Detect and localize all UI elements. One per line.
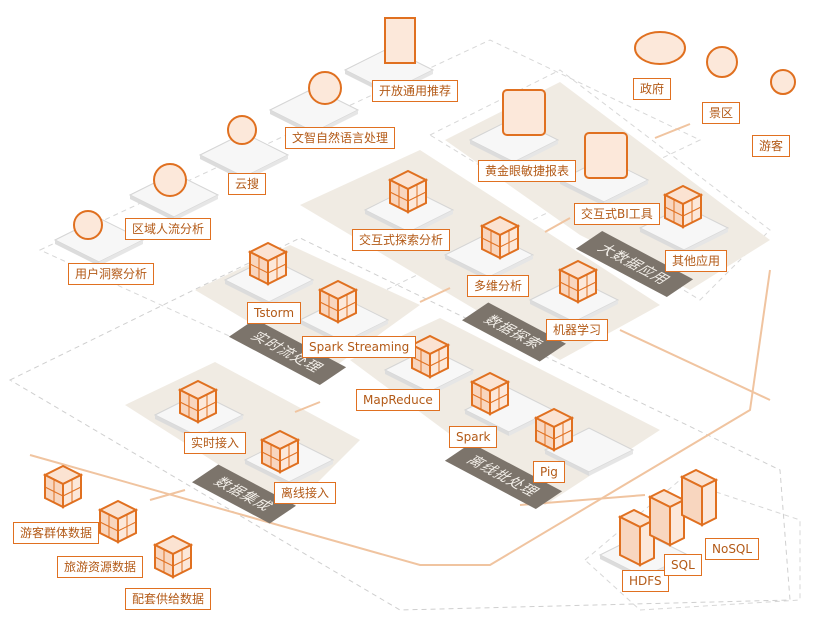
label-tourist[interactable]: 游客	[752, 135, 791, 157]
report-monitor-icon	[502, 89, 546, 136]
data-cube-icon	[99, 500, 137, 543]
mapreduce-cube-icon	[411, 335, 449, 378]
label-other-apps[interactable]: 其他应用	[665, 250, 728, 272]
spark-cube-icon	[471, 372, 509, 415]
tstorm-box-icon	[249, 242, 287, 285]
government-icon	[634, 31, 686, 65]
label-cloud-search[interactable]: 云搜	[228, 173, 267, 195]
label-spark[interactable]: Spark	[449, 426, 498, 448]
checklist-icon	[384, 17, 416, 64]
label-supply-data[interactable]: 配套供给数据	[125, 588, 212, 610]
location-pin-icon	[706, 46, 738, 78]
label-nlp[interactable]: 文智自然语言处理	[285, 127, 396, 149]
explore-icon	[389, 170, 427, 213]
hdfs-server-icon	[619, 509, 655, 566]
label-nosql[interactable]: NoSQL	[705, 538, 760, 560]
building-icon	[261, 430, 299, 473]
label-recommend[interactable]: 开放通用推荐	[372, 80, 459, 102]
label-tourist-data[interactable]: 游客群体数据	[13, 522, 100, 544]
label-mapreduce[interactable]: MapReduce	[356, 389, 440, 411]
label-realtime-ingest[interactable]: 实时接入	[184, 432, 247, 454]
building-icon	[179, 380, 217, 423]
label-bi-tool[interactable]: 交互式BI工具	[574, 203, 660, 225]
label-spark-streaming[interactable]: Spark Streaming	[302, 336, 417, 358]
label-government[interactable]: 政府	[633, 78, 672, 100]
search-icon	[227, 115, 257, 145]
label-ml[interactable]: 机器学习	[546, 319, 609, 341]
label-scenic[interactable]: 景区	[702, 102, 741, 124]
data-cube-icon	[44, 465, 82, 508]
ml-icon	[559, 260, 597, 303]
label-user-insight[interactable]: 用户洞察分析	[68, 263, 155, 285]
olap-icon	[481, 216, 519, 259]
sql-server-icon	[649, 489, 685, 546]
label-interactive-explore[interactable]: 交互式探索分析	[352, 229, 451, 251]
label-resource-data[interactable]: 旅游资源数据	[57, 556, 144, 578]
label-tstorm[interactable]: Tstorm	[247, 302, 302, 324]
pig-cube-icon	[535, 408, 573, 451]
nosql-server-icon	[681, 469, 717, 526]
label-offline-ingest[interactable]: 离线接入	[274, 482, 337, 504]
bulb-icon	[308, 71, 342, 105]
user-insight-icon	[73, 210, 103, 240]
crowd-icon	[153, 163, 187, 197]
bi-monitor-icon	[584, 132, 628, 179]
label-olap[interactable]: 多维分析	[467, 275, 530, 297]
app-cube-icon	[664, 185, 702, 228]
label-crowd-analysis[interactable]: 区域人流分析	[125, 218, 212, 240]
label-hdfs[interactable]: HDFS	[622, 570, 669, 592]
label-golden-eye[interactable]: 黄金眼敏捷报表	[478, 160, 577, 182]
tourist-icon	[770, 69, 796, 95]
label-pig[interactable]: Pig	[533, 461, 565, 483]
label-sql[interactable]: SQL	[664, 554, 702, 576]
data-cube-icon	[154, 535, 192, 578]
spark-streaming-box-icon	[319, 280, 357, 323]
